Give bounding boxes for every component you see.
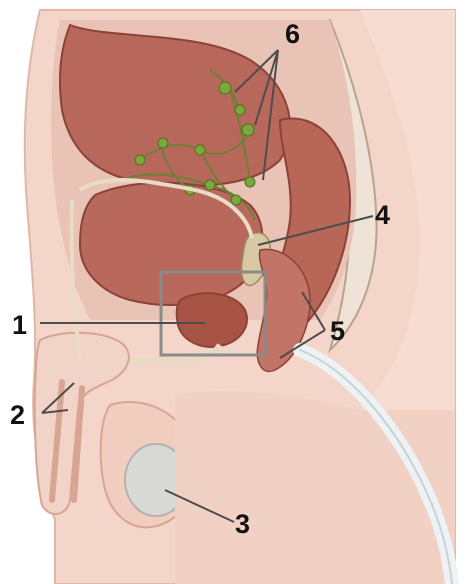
label-2: 2 — [10, 400, 25, 430]
label-5: 5 — [330, 316, 345, 346]
prostate — [177, 293, 247, 347]
perineum — [175, 391, 455, 584]
label-3: 3 — [235, 509, 250, 539]
label-6: 6 — [285, 19, 300, 49]
label-1: 1 — [12, 310, 27, 340]
label-4: 4 — [375, 200, 390, 230]
